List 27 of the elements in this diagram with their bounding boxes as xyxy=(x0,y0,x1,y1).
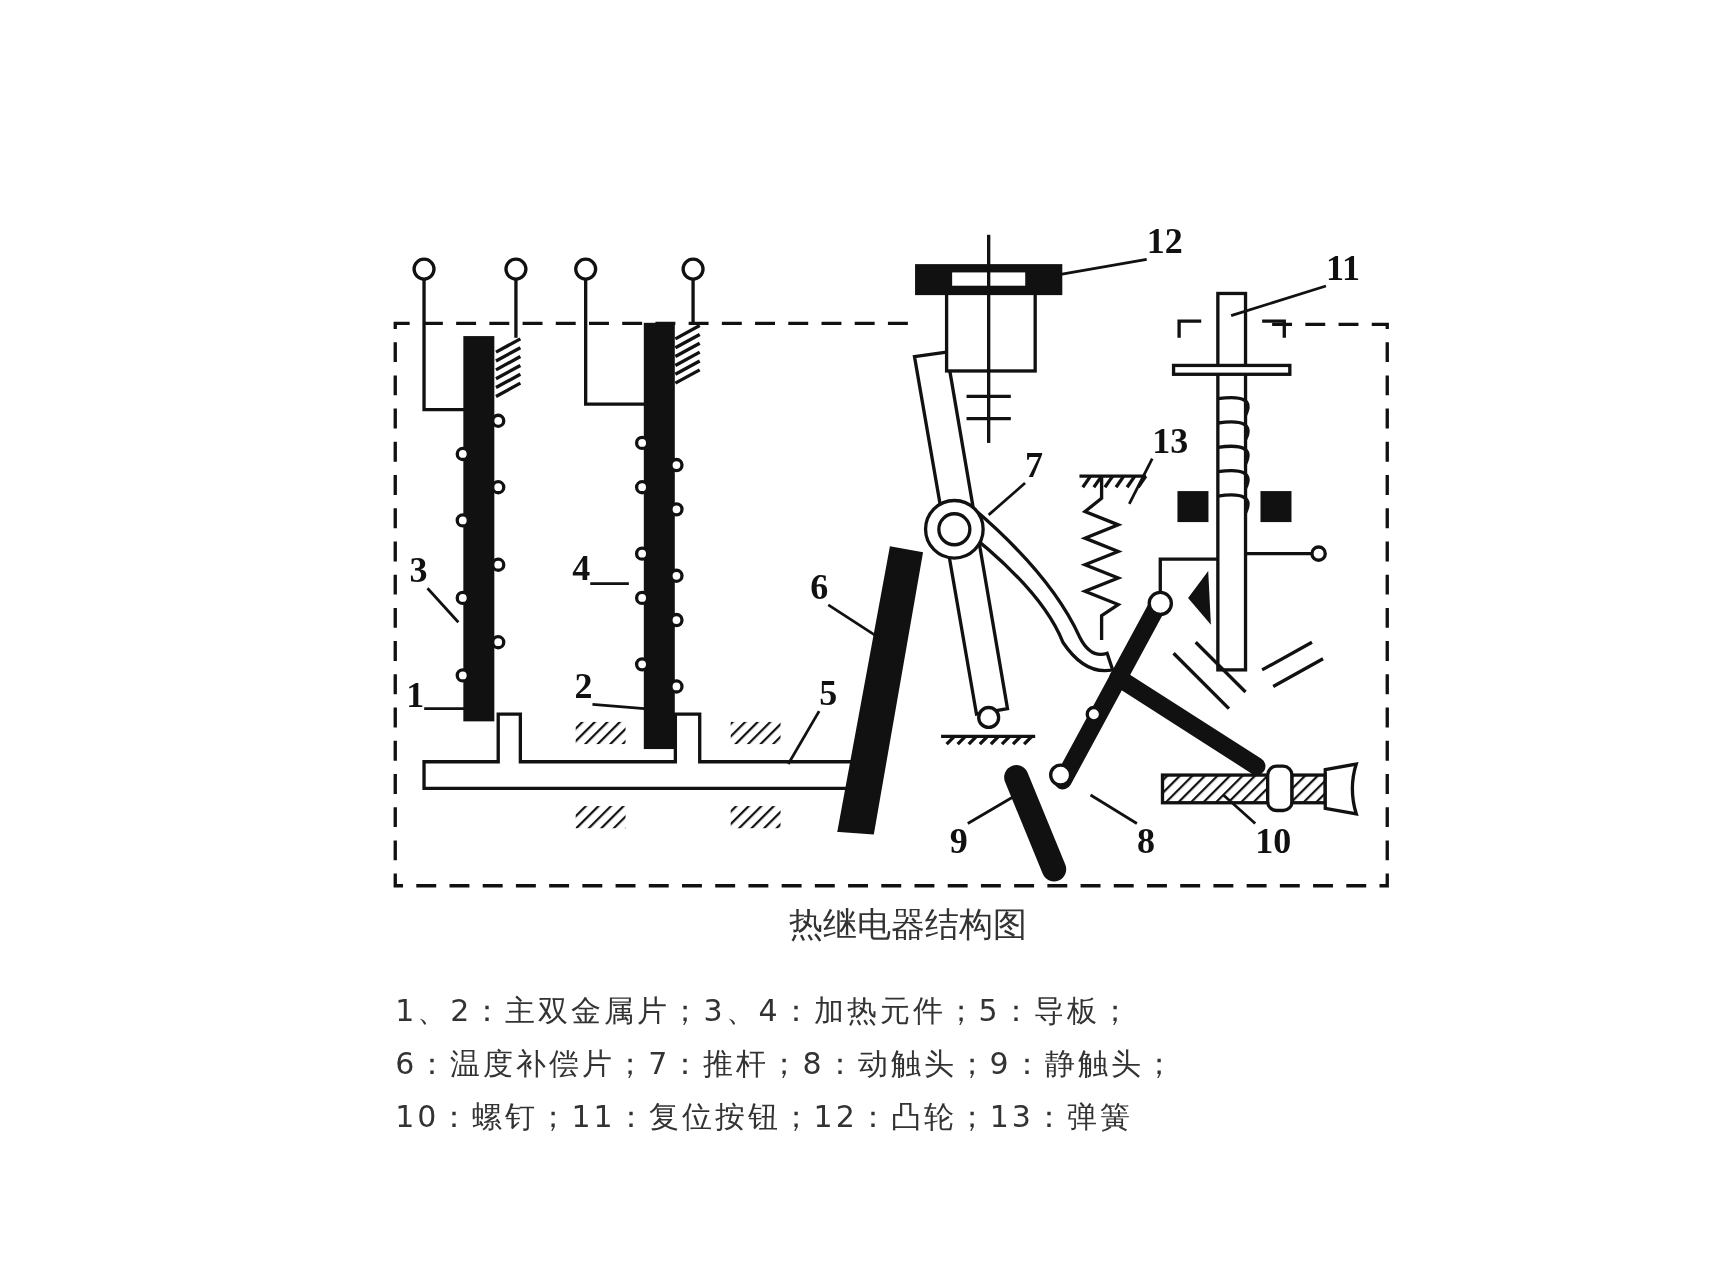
callout-number: 13 xyxy=(1152,422,1189,459)
callout-number: 1 xyxy=(406,677,425,714)
callout-number: 5 xyxy=(819,675,838,712)
legend-text: 6：温度补偿片；7：推杆；8：动触头；9：静触头； xyxy=(395,1045,1177,1084)
leader-line xyxy=(1222,793,1257,825)
legend-text: 10：螺钉；11：复位按钮；12：凸轮；13：弹簧 xyxy=(395,1098,1133,1137)
leader-line xyxy=(424,707,465,711)
callout-number: 3 xyxy=(409,552,428,589)
callout-number: 4 xyxy=(572,549,591,586)
leader-line xyxy=(590,582,629,585)
leader-line xyxy=(592,703,645,711)
leader-line xyxy=(1230,284,1327,317)
leader-line xyxy=(987,482,1026,516)
caption: 热继电器结构图 xyxy=(788,903,1027,947)
legend-text: 1、2：主双金属片；3、4：加热元件；5：导板； xyxy=(395,991,1133,1030)
leader-line xyxy=(787,710,821,765)
callout-number: 7 xyxy=(1025,447,1044,483)
callout-number: 11 xyxy=(1325,249,1360,286)
callout-number: 2 xyxy=(574,668,593,705)
callout-number: 8 xyxy=(1136,823,1155,860)
leader-line xyxy=(1089,793,1138,825)
leader-line xyxy=(1128,458,1154,505)
callout-number: 6 xyxy=(810,568,829,605)
leader-line xyxy=(426,587,460,624)
callout-number: 10 xyxy=(1255,823,1292,860)
callout-number: 9 xyxy=(949,823,968,860)
callout-number: 12 xyxy=(1146,223,1183,260)
